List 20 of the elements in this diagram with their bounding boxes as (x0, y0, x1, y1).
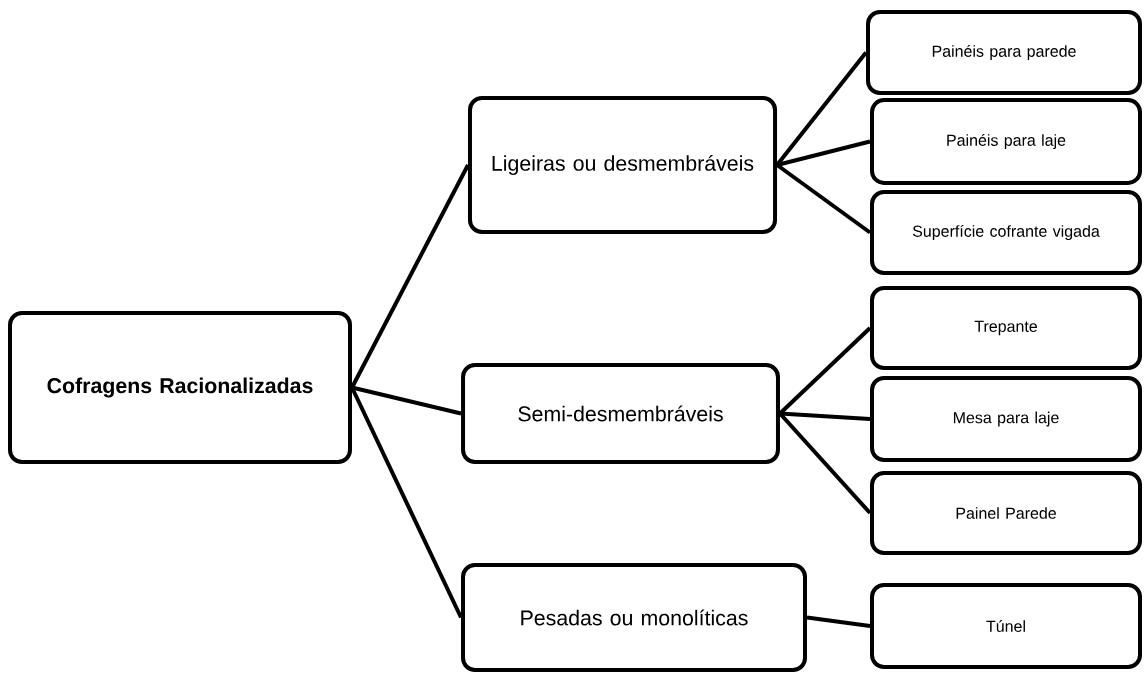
item-box: Painéis para parede (866, 9, 1142, 96)
connector-line (779, 411, 871, 421)
category-box: Semi-desmembráveis (461, 362, 780, 465)
root-box: Cofragens Racionalizadas (8, 310, 352, 465)
item-box: Túnel (870, 583, 1142, 669)
item-box: Trepante (870, 286, 1142, 370)
connector-line (350, 386, 463, 619)
connector-line (351, 385, 462, 416)
category-box: Ligeiras ou desmembráveis (468, 96, 778, 234)
connector-line (806, 615, 871, 628)
connector-line (778, 412, 872, 515)
item-box: Painéis para laje (870, 98, 1142, 185)
connector-line (775, 163, 872, 235)
item-box: Mesa para laje (870, 376, 1142, 462)
item-box: Superfície cofrante vigada (870, 189, 1142, 276)
connector-line (778, 326, 872, 415)
connector-line (350, 164, 470, 389)
connector-line (776, 139, 871, 167)
item-box: Painel Parede (870, 471, 1142, 555)
category-box: Pesadas ou monolíticas (461, 562, 807, 673)
